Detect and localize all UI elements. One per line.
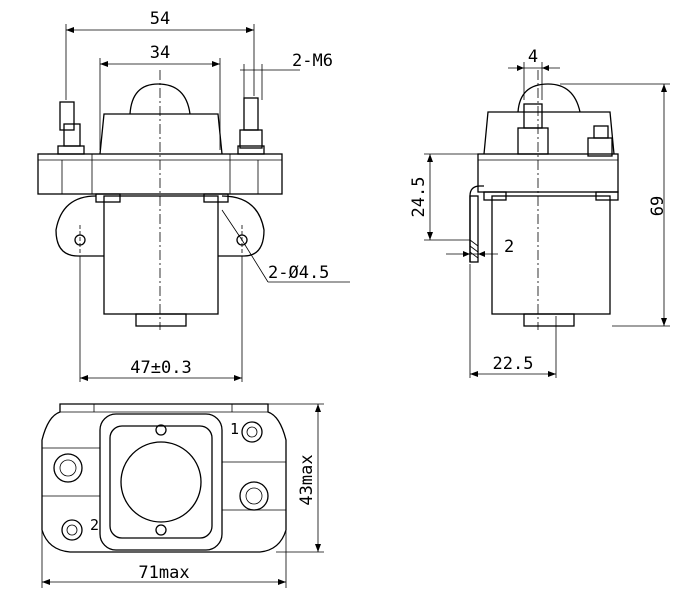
dim-hole-dia: 2-Ø4.5 [268, 263, 329, 283]
dim-34: 34 [150, 43, 170, 63]
top-view: 1 2 43max 71max [41, 403, 324, 588]
terminal-2-label: 2 [90, 516, 99, 534]
dim-hole-spacing: 47±0.3 [130, 358, 191, 378]
terminal-1-label: 1 [230, 420, 239, 438]
dim-bracket-thickness: 2 [504, 237, 514, 257]
front-view: 54 34 2-M6 2-Ø4.5 47±0.3 [37, 9, 350, 382]
dim-height-overall: 69 [648, 196, 668, 216]
dim-54: 54 [150, 9, 170, 29]
dim-height-max: 43max [297, 454, 317, 505]
dim-width-max: 71max [138, 563, 189, 583]
dim-bracket-depth: 22.5 [493, 354, 534, 374]
dim-bracket-height: 24.5 [409, 177, 429, 218]
side-view: 4 69 24.5 2 22.5 [409, 47, 670, 378]
dim-terminal-width: 4 [528, 47, 538, 67]
dim-thread: 2-M6 [292, 51, 333, 71]
